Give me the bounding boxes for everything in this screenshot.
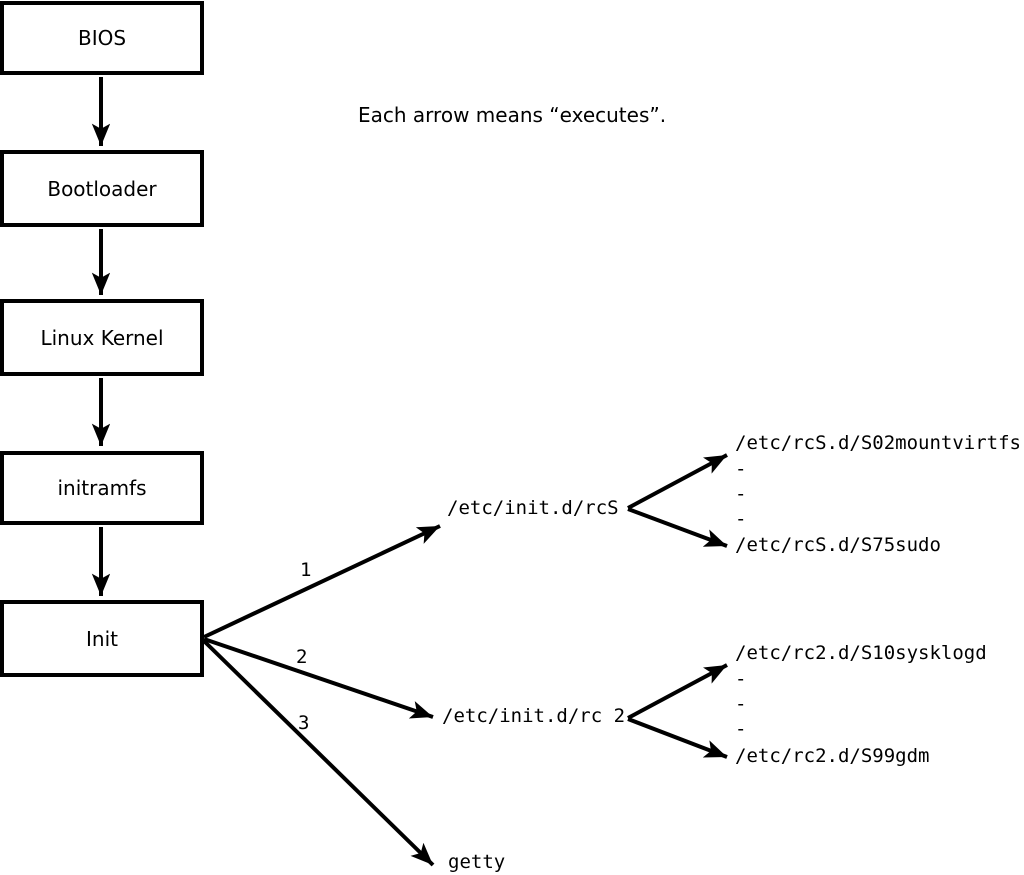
rcS-script-line-2: -: [735, 483, 747, 505]
box-bios-label: BIOS: [77, 26, 127, 50]
rc2-script-line-1: -: [735, 668, 747, 690]
box-initramfs-label: initramfs: [57, 476, 147, 500]
arrow-rc2-to-first-script: [627, 663, 728, 720]
rc2-script-line-2: -: [735, 693, 747, 715]
arrow-rcS-to-last-script: [627, 507, 728, 548]
box-linux-kernel-label: Linux Kernel: [40, 325, 164, 350]
rcS-script-line-0: /etc/rcS.d/S02mountvirtfs: [735, 432, 1021, 454]
box-bios: BIOS: [0, 1, 204, 75]
rc2-script-line-3: -: [735, 718, 747, 740]
arrow-rc2-to-last-script: [627, 717, 728, 759]
branch-3-target-getty: getty: [448, 851, 506, 873]
branch-2-number: 2: [296, 646, 308, 668]
branch-3-number: 3: [298, 712, 310, 734]
branch-1-target-rcS: /etc/init.d/rcS: [447, 497, 619, 519]
branch-1-number: 1: [300, 559, 312, 581]
rcS-script-line-1: -: [735, 458, 747, 480]
box-linux-kernel: Linux Kernel: [0, 299, 204, 376]
box-bootloader: Bootloader: [0, 150, 204, 227]
arrow-init-to-rc2: [203, 637, 434, 719]
box-initramfs: initramfs: [0, 451, 204, 525]
box-init-label: Init: [86, 626, 118, 651]
rc2-script-line-4: /etc/rc2.d/S99gdm: [735, 745, 930, 767]
rcS-script-line-3: -: [735, 508, 747, 530]
arrow-init-to-rcS: [203, 524, 441, 639]
rcS-script-line-4: /etc/rcS.d/S75sudo: [735, 534, 941, 556]
branch-2-target-rc2: /etc/init.d/rc 2: [442, 705, 626, 727]
box-bootloader-label: Bootloader: [47, 176, 157, 201]
arrow-rcS-to-first-script: [627, 453, 728, 510]
box-init: Init: [0, 600, 204, 677]
rc2-script-line-0: /etc/rc2.d/S10sysklogd: [735, 642, 987, 664]
legend-note: Each arrow means “executes”.: [358, 103, 667, 127]
arrow-init-to-getty: [202, 639, 435, 867]
